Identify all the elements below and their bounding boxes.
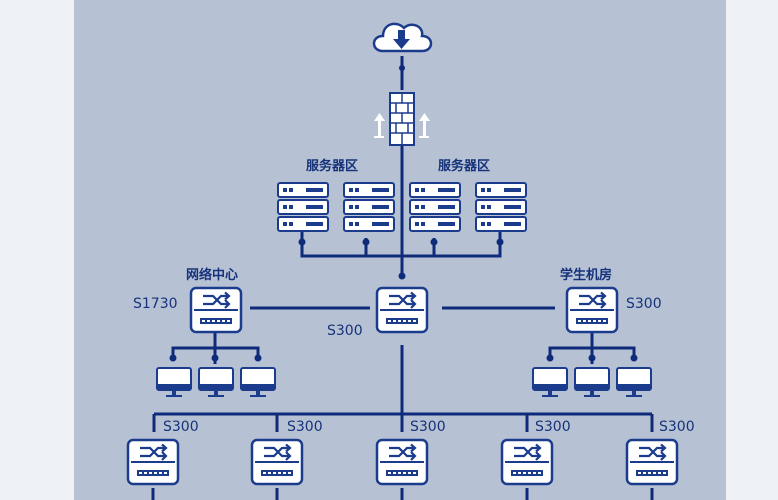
switch-model-network-center: S1730 <box>133 296 178 312</box>
switch-icon-student-lab <box>565 286 619 334</box>
diagram-panel <box>74 0 726 500</box>
switch-model-access-5: S300 <box>659 419 695 435</box>
firewall-icon <box>374 92 430 146</box>
monitor-icon <box>240 367 276 398</box>
network-center-label: 网络中心 <box>186 268 239 283</box>
switch-model-access-1: S300 <box>163 419 199 435</box>
monitor-icon <box>532 367 568 398</box>
connection-dots <box>169 65 638 362</box>
student-lab-label: 学生机房 <box>560 268 613 283</box>
server-icon <box>409 182 461 232</box>
switch-icon-access-1 <box>126 438 180 486</box>
switch-icon-access-4 <box>500 438 554 486</box>
server-icon <box>277 182 329 232</box>
switch-icon-network-center <box>189 286 243 334</box>
switch-icon-access-5 <box>625 438 679 486</box>
switch-icon-access-2 <box>250 438 304 486</box>
server-icon <box>475 182 527 232</box>
switch-model-access-3: S300 <box>410 419 446 435</box>
monitor-icon <box>198 367 234 398</box>
monitor-icon <box>574 367 610 398</box>
server-zone-left-label: 服务器区 <box>306 159 359 174</box>
monitor-icon <box>156 367 192 398</box>
switch-icon-access-3 <box>375 438 429 486</box>
server-icon <box>343 182 395 232</box>
cloud-download-icon <box>372 22 433 53</box>
switch-model-student-lab: S300 <box>626 296 662 312</box>
switch-icon-core <box>375 286 429 334</box>
switch-model-access-4: S300 <box>535 419 571 435</box>
server-zone-right-label: 服务器区 <box>438 159 491 174</box>
monitor-icon <box>616 367 652 398</box>
switch-model-core: S300 <box>327 323 363 339</box>
switch-model-access-2: S300 <box>287 419 323 435</box>
